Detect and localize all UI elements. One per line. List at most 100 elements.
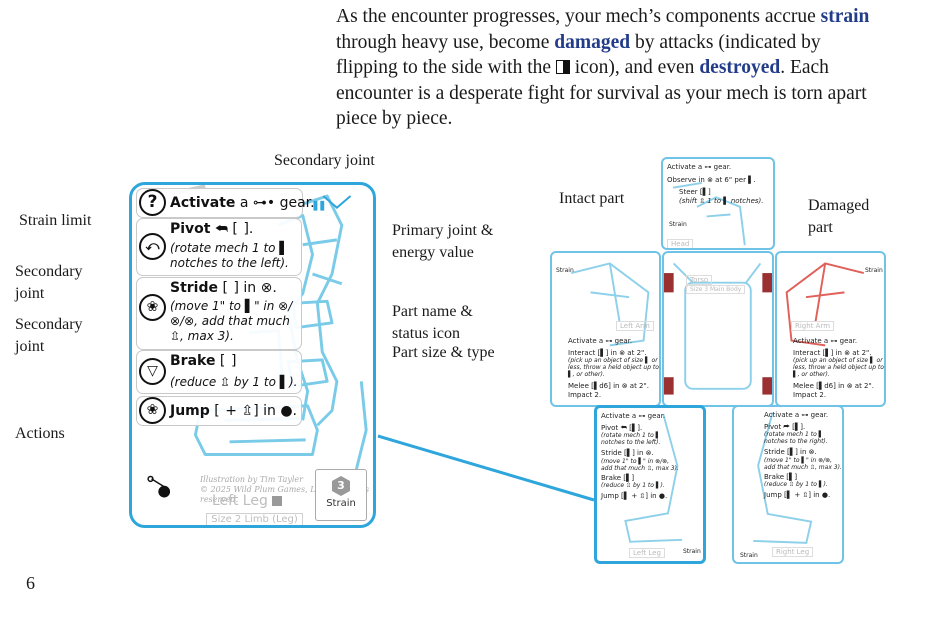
mini-line: (rotate mech 1 to ▌ notches to the right… [764,431,828,445]
mini-part-name: Torso [686,275,713,285]
mini-line: (reduce ⇫ by 1 to ▌). [601,482,665,489]
action-title: Pivot [170,221,211,237]
mini-line: (rotate mech 1 to ▌ notches to the left)… [601,432,661,446]
intro-text: . Each encounter is a desperate fight fo… [336,57,867,129]
mini-card-right-arm: Strain Right Arm Activate a ⊶ gear. Inte… [775,251,886,407]
mini-line: Brake [▌] [601,473,635,482]
intro-text: through heavy use, become [336,31,555,53]
mini-line: Stride [▌] in ⊗. [764,448,817,456]
action-pivot-title: Pivot ⮪ [ ]. [170,221,253,237]
mini-line: Steer [▌] [679,188,711,196]
action-pivot-desc: (rotate mech 1 to ▌ notches to the left)… [170,241,289,270]
label-intact-part: Intact part [559,190,625,207]
mini-part-name: Right Leg [772,547,814,557]
mini-line: Pivot ⮪ [▌]. [601,423,643,432]
page-number: 6 [26,573,35,593]
mini-line: Interact [▌] in ⊗ at 2". [568,348,647,357]
label-secondary-joint-top: Secondary joint [274,152,375,169]
mini-line: (reduce ⇫ by 1 to ▌). [764,481,828,488]
mini-card-head: Activate a ⊶ gear. Observe in ⊗ at 6" pe… [661,157,775,250]
damaged-flip-icon [555,60,570,74]
label-part-size: Part size & type [392,344,495,361]
strain-label: Strain [326,498,356,509]
mini-part-name: Right Arm [791,321,835,331]
action-activate: ? Activate a ⊶• gear. [136,188,315,218]
mini-part-name: Left Leg [629,548,665,558]
mini-card-left-leg: Activate a ⊶ gear. Pivot ⮪ [▌]. (rotate … [594,405,706,564]
mini-line: Activate a ⊶ gear. [764,411,829,419]
mini-line: Impact 2. [568,390,602,399]
term-strain: strain [820,6,870,27]
mini-line: Melee [▌d6] in ⊗ at 2". [793,382,874,390]
mini-line: Activate a ⊶ gear. [601,412,666,420]
mini-strain: Strain [669,221,687,228]
term-damaged: damaged [554,31,631,53]
right-arm-illustration [785,262,864,347]
action-stride: ❀ Stride [ ] in ⊗. (move 1" to ▌" in ⊗/⊗… [136,277,302,350]
action-title: Jump [170,403,210,419]
action-stride-desc: (move 1" to ▌" in ⊗/⊗/⊗, add that much ⇫… [170,299,293,343]
pivot-icon: ⤺ [139,233,166,260]
mini-card-right-leg: Activate a ⊶ gear. Pivot ⮫ [▌]. (rotate … [732,405,844,564]
action-rest: a ⊶• gear. [235,195,315,211]
mini-line: (shift ⇫ 1 to ▌ notches). [679,196,764,205]
action-jump-title: Jump [ + ⇫] in ●. [170,403,297,419]
action-rest: [ + ⇫] in ●. [209,403,298,419]
action-rest: [ ] [215,353,237,369]
label-secondary-joint-2: Secondary joint [15,316,83,355]
mini-line: (move 1" to ▌" in ⊗/⊗, add that much ⇫, … [764,456,842,471]
action-title: Brake [170,353,216,369]
stride-icon: ❀ [139,294,166,321]
right-leg-mini-illustration [753,412,813,544]
part-name: Left Leg [212,493,283,509]
intro-text: As the encounter progresses, your mech’s… [336,6,821,27]
strain-hex-icon: 3 [332,476,350,496]
mini-strain: Strain [740,552,758,559]
mini-line: Activate a ⊶ gear. [667,163,732,171]
mini-line: Observe in ⊗ at 6" per ▌. [667,175,756,184]
mini-line: Stride [▌] in ⊗. [601,449,654,457]
action-jump: ❀ Jump [ + ⇫] in ●. [136,396,302,426]
left-arm-illustration [571,262,650,347]
action-pivot: ⤺ Pivot ⮪ [ ]. (rotate mech 1 to ▌ notch… [136,218,302,276]
mini-line: Activate a ⊶ gear. [568,337,633,345]
mini-part-name: Head [667,239,694,248]
left-leg-mini-illustration [624,413,683,543]
mini-line: Jump [▌ + ⇫] in ●. [601,492,668,500]
label-strain-limit: Strain limit [19,212,92,229]
part-size: Size 2 Limb (Leg) [206,513,303,525]
part-name-text: Left Leg [212,493,268,509]
action-brake-desc: (reduce ⇫ by 1 to ▌). [170,375,298,389]
mini-strain: Strain [556,267,574,274]
mini-line: Interact [▌] in ⊗ at 2". [793,348,872,357]
intro-text: icon), and even [569,57,700,78]
mini-card-torso: Torso Size 3 Main Body [662,251,774,407]
label-actions: Actions [15,425,65,442]
brake-icon: ▽ [139,358,166,385]
torso-illustration [664,262,772,395]
intro-paragraph: As the encounter progresses, your mech’s… [336,4,876,132]
status-icon [272,496,283,506]
term-destroyed: destroyed [699,57,781,78]
mini-line: Pivot ⮫ [▌]. [764,422,806,431]
action-stride-title: Stride [ ] in ⊗. [170,280,277,296]
jump-icon: ❀ [139,397,166,424]
mini-part-name: Left Arm [616,321,654,331]
mini-part-size: Size 3 Main Body [686,285,746,294]
action-title: Stride [170,280,218,296]
mini-strain: Strain [683,548,701,555]
mini-line: Brake [▌] [764,472,798,481]
head-illustration [672,181,746,246]
mini-line: Impact 2. [793,390,827,399]
label-secondary-joint-1: Secondary joint [15,263,83,302]
mini-strain: Strain [865,267,883,274]
label-part-name: Part name & status icon [392,303,473,342]
mini-line: (move 1" to ▌" in ⊗/⊗, add that much ⇫, … [601,457,679,472]
action-brake-title: Brake [ ] [170,353,236,369]
intro-text: by attacks (indicated by flipping to the… [336,31,821,79]
label-damaged-part: Damaged part [808,197,870,236]
left-leg-card: ? Activate a ⊶• gear. ⤺ Pivot ⮪ [ ]. (ro… [129,182,376,528]
action-activate-title: Activate a ⊶• gear. [170,195,315,211]
action-title: Activate [170,195,236,211]
